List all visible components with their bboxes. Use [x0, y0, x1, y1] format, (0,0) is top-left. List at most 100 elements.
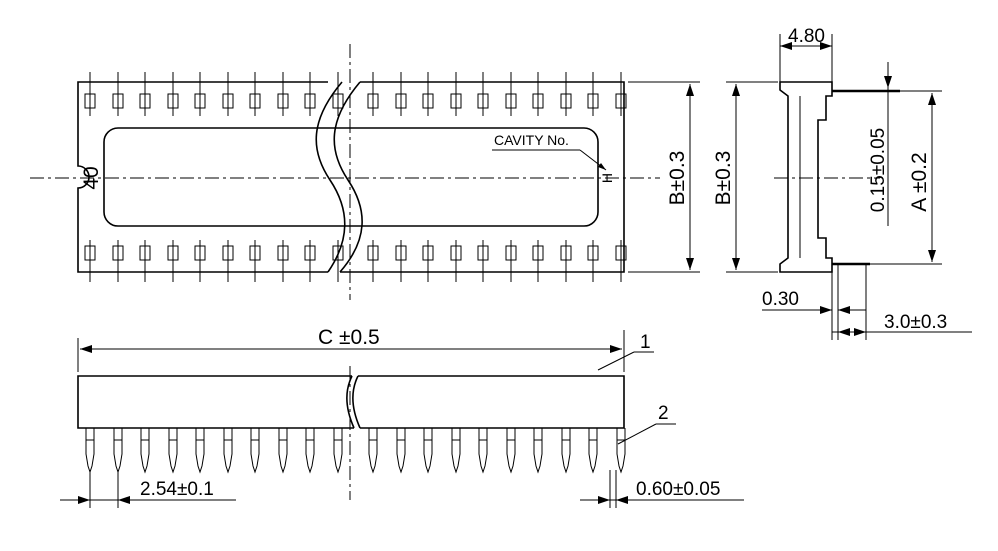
top-pin — [560, 72, 572, 116]
top-pin — [304, 240, 316, 282]
front-pin — [333, 428, 343, 474]
dim-b-arrow-bottom — [686, 258, 694, 270]
cavity-window — [103, 127, 599, 227]
pin-pad — [532, 93, 544, 109]
dim-030-label: 0.30 — [762, 289, 799, 310]
top-pin-row-upper — [84, 72, 627, 116]
pin-pad — [194, 245, 206, 261]
pin-pad — [249, 93, 261, 109]
pin-pad — [505, 245, 517, 261]
pin-pad — [587, 245, 599, 261]
dim-a-arrow-top — [928, 93, 936, 105]
break-line-top-view-2 — [333, 81, 363, 273]
top-pin — [587, 240, 599, 282]
top-pin — [194, 72, 206, 116]
pin-pad — [277, 245, 289, 261]
top-pin — [450, 240, 462, 282]
top-pin — [477, 240, 489, 282]
front-pin — [250, 428, 260, 474]
dim-480-arrow-right — [820, 42, 832, 50]
front-break-line-2 — [352, 375, 361, 429]
pin-pad — [422, 245, 434, 261]
dim-c-arrow-left — [80, 345, 92, 353]
pin-pad — [560, 93, 572, 109]
top-pin — [277, 240, 289, 282]
dim-a-arrow-bottom — [928, 250, 936, 262]
top-pin — [249, 72, 261, 116]
top-pin — [112, 240, 124, 282]
top-pin — [194, 240, 206, 282]
front-pin — [168, 428, 178, 474]
pin-pad — [304, 245, 316, 261]
side-profile — [779, 81, 833, 273]
pin-pad — [587, 93, 599, 109]
dim-pitch-arrow-left — [78, 496, 90, 504]
front-pin — [396, 428, 406, 474]
pin-body — [113, 428, 123, 474]
pin-body — [278, 428, 288, 474]
pin-body — [616, 428, 626, 474]
top-pin — [587, 72, 599, 116]
pin-pad — [367, 245, 379, 261]
dim-pitch-arrow-right — [118, 496, 130, 504]
pin-body — [195, 428, 205, 474]
front-break-line — [346, 375, 355, 429]
front-pin — [140, 428, 150, 474]
pin-pad — [395, 245, 407, 261]
pin-pad — [615, 245, 627, 261]
pin-body — [140, 428, 150, 474]
top-pin — [422, 72, 434, 116]
break-line-top-view — [315, 81, 346, 273]
dim-015-arrow — [884, 76, 892, 88]
top-pin — [505, 72, 517, 116]
dim-c-arrow-right — [610, 345, 622, 353]
pin-body — [333, 428, 343, 474]
top-pin — [222, 72, 234, 116]
pin-pad — [167, 245, 179, 261]
front-pin — [588, 428, 598, 474]
cavity-mark: H — [599, 173, 615, 183]
pin-pad — [194, 93, 206, 109]
top-view-outline-right — [340, 81, 625, 273]
pin-pad — [505, 93, 517, 109]
pin-pad — [277, 93, 289, 109]
top-pin — [505, 240, 517, 282]
front-view: C ±0.5 1 2 2.54±0.1 0.60±0.05 — [60, 326, 744, 508]
top-pin — [615, 72, 627, 116]
pin-body — [250, 428, 260, 474]
pin-pad — [532, 245, 544, 261]
front-pin-row — [85, 428, 626, 474]
pin-pad — [477, 93, 489, 109]
pin-pad — [477, 245, 489, 261]
pin-body — [223, 428, 233, 474]
dim-015-label: 0.15±0.05 — [868, 128, 889, 212]
front-pin — [423, 428, 433, 474]
top-pin — [167, 240, 179, 282]
front-pin — [85, 428, 95, 474]
top-pin — [139, 240, 151, 282]
top-pin — [139, 72, 151, 116]
pin-pad — [395, 93, 407, 109]
front-pin — [506, 428, 516, 474]
top-pin — [615, 240, 627, 282]
cavity-leader-arrow — [598, 163, 606, 170]
dim-pin-label: 0.60±0.05 — [636, 479, 720, 500]
dim-pin-arrow-right — [616, 496, 628, 504]
dim-c-label: C ±0.5 — [318, 326, 380, 349]
cavity-number-label: CAVITY No. — [494, 132, 569, 148]
dim-b-side-arrow-top — [732, 84, 740, 96]
pin-pad — [560, 245, 572, 261]
pin-pad — [167, 93, 179, 109]
dim-030-arrow — [820, 306, 832, 314]
top-view: 40 CAVITY No. H B±0.3 — [30, 44, 700, 300]
front-pin — [195, 428, 205, 474]
top-pin — [367, 72, 379, 116]
pin-pad — [249, 245, 261, 261]
pin-pad — [139, 245, 151, 261]
pin-number-label: 40 — [80, 166, 103, 189]
pin-pad — [112, 245, 124, 261]
pin-pad — [332, 245, 344, 261]
front-pin — [478, 428, 488, 474]
top-pin — [249, 240, 261, 282]
